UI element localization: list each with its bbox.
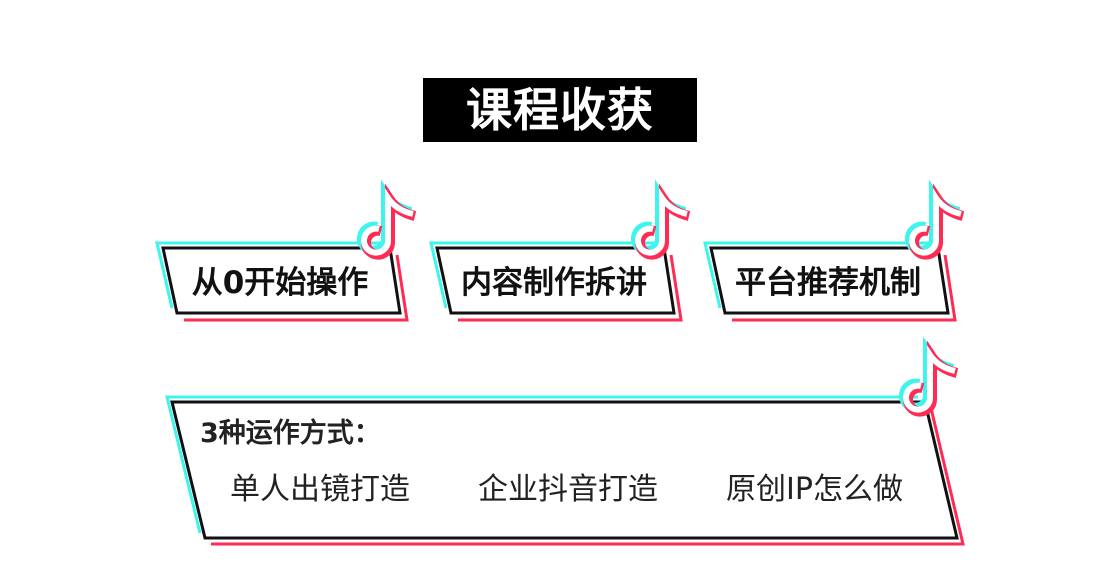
frame-black-border <box>170 400 959 540</box>
frame-black-border <box>161 246 402 315</box>
frame-cyan-edge <box>165 395 918 534</box>
note-body <box>903 345 956 413</box>
operation-modes-heading: 3种运作方式： <box>200 418 381 449</box>
benefit-card: 平台推荐机制 <box>698 179 968 330</box>
section-title: 课程收获 <box>423 78 697 142</box>
operation-mode-item: 企业抖音打造 <box>478 472 658 507</box>
note-body <box>361 188 414 256</box>
operation-mode-item: 原创IP怎么做 <box>726 472 903 507</box>
frame-black-border <box>709 246 950 315</box>
frame-cyan-edge <box>155 241 383 309</box>
note-body <box>635 188 688 256</box>
benefit-label: 内容制作拆讲 <box>461 265 647 301</box>
tiktok-music-note-icon <box>905 179 965 260</box>
tiktok-music-note-icon <box>357 179 417 260</box>
section-title-text: 课程收获 <box>466 83 654 137</box>
frame-cyan-edge <box>703 241 931 309</box>
benefit-label: 从0开始操作 <box>191 265 369 301</box>
tiktok-music-note-icon <box>631 179 691 260</box>
frame-red-edge <box>732 254 957 322</box>
card-frame <box>703 179 965 322</box>
card-frame <box>165 336 965 546</box>
benefit-label: 平台推荐机制 <box>735 265 921 301</box>
card-frame <box>429 179 691 322</box>
operation-modes-card: 3种运作方式： 单人出镜打造 企业抖音打造 原创IP怎么做 <box>160 336 970 555</box>
frame-red-edge <box>184 254 409 322</box>
benefit-card: 内容制作拆讲 <box>424 179 694 330</box>
frame-red-edge <box>458 254 683 322</box>
benefit-card: 从0开始操作 <box>150 179 420 330</box>
note-body <box>909 188 962 256</box>
frame-cyan-edge <box>429 241 657 309</box>
frame-black-border <box>435 246 676 315</box>
tiktok-music-note-icon <box>899 336 959 417</box>
operation-mode-item: 单人出镜打造 <box>230 472 410 507</box>
frame-red-edge <box>211 407 965 546</box>
card-frame <box>155 179 417 322</box>
